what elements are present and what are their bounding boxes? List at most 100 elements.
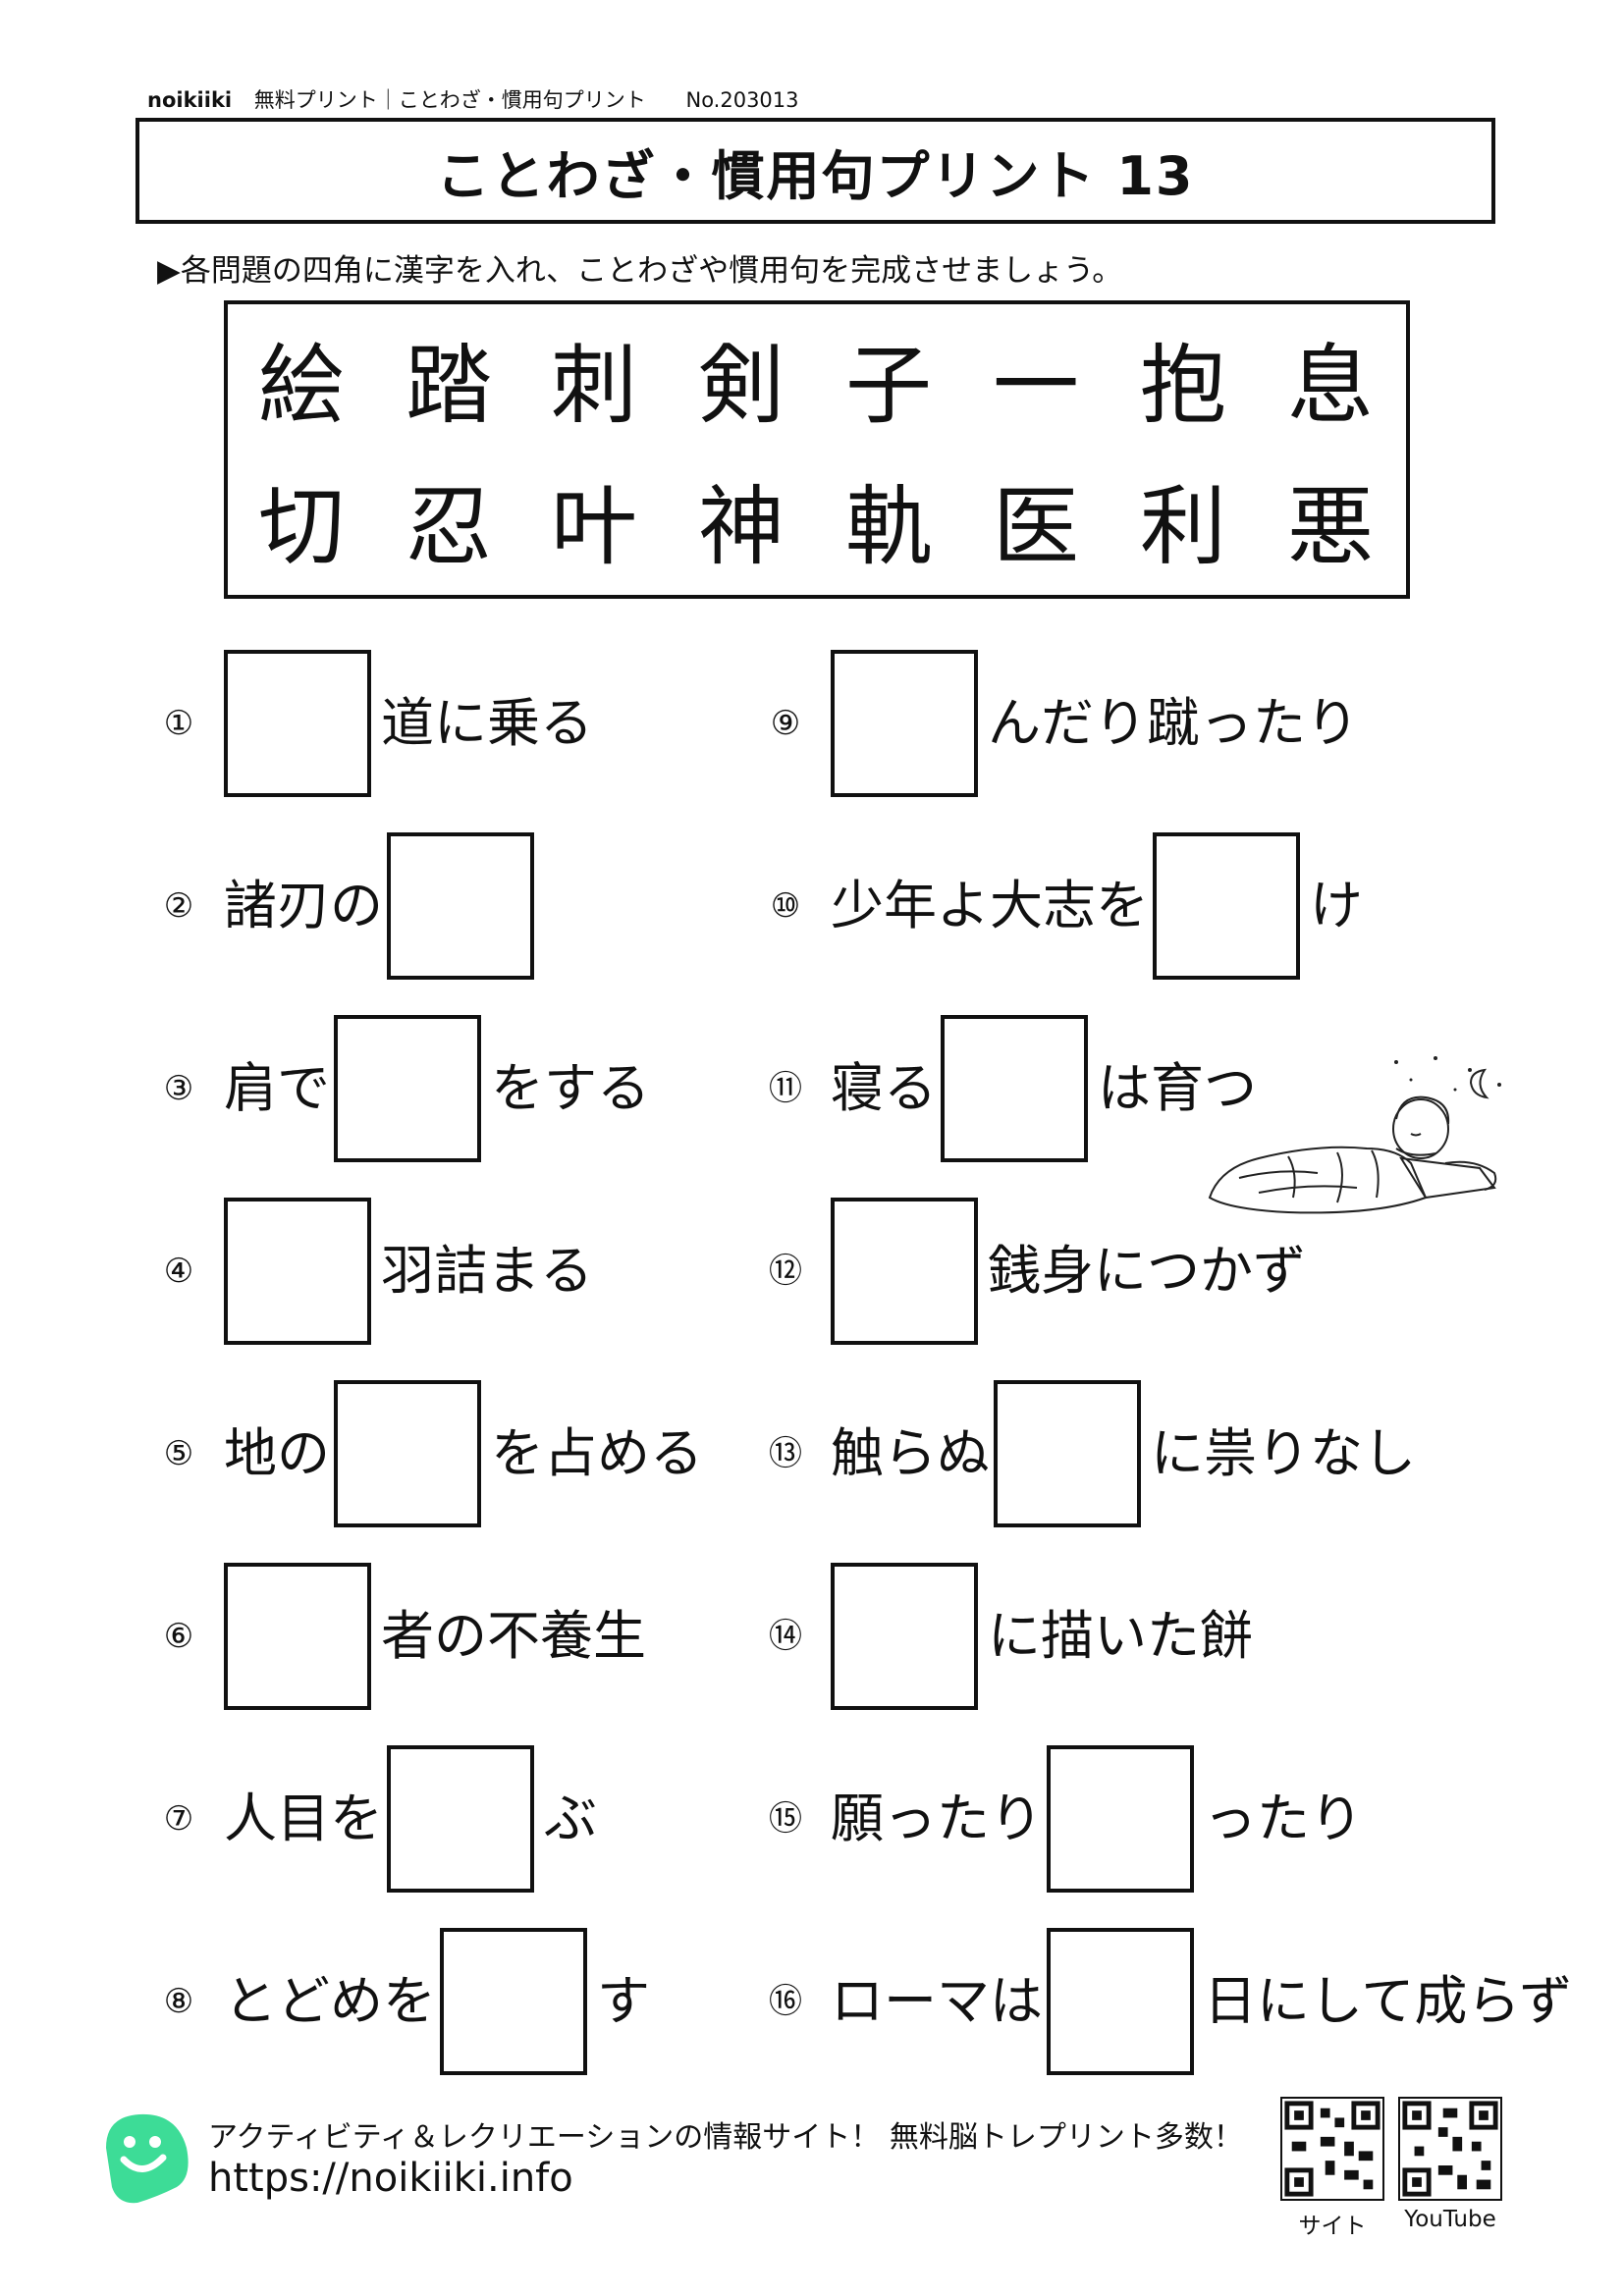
header-line: noikiiki 無料プリント｜ことわざ・慣用句プリント No.203013: [147, 84, 799, 114]
answer-box[interactable]: [1153, 832, 1300, 980]
question-text-after: んだり蹴ったり: [988, 692, 1359, 754]
question-item: ④ 羽詰まる: [149, 1198, 719, 1345]
print-number: No.203013: [685, 88, 799, 112]
kanji-choice: 抱: [1139, 335, 1226, 436]
question-text-after: 銭身につかず: [988, 1240, 1306, 1302]
answer-box[interactable]: [334, 1015, 481, 1162]
question-text-after: す: [597, 1970, 650, 2032]
question-number: ⑦: [163, 1799, 194, 1839]
kanji-choice: 刺: [550, 335, 637, 436]
noikiiki-logo: [106, 2113, 189, 2204]
question-number: ⑬: [769, 1434, 802, 1473]
question-item: ① 道に乗る: [149, 650, 719, 797]
question-item: ⑦ 人目を ぶ: [149, 1745, 719, 1893]
brand-name: noikiiki: [147, 88, 233, 112]
kanji-row-1: 絵踏刺剣子一抱息: [228, 312, 1406, 459]
answer-box[interactable]: [831, 1563, 978, 1710]
question-text-before: ローマは: [831, 1970, 1043, 2032]
qr-youtube-label: YouTube: [1404, 2207, 1496, 2232]
footer-url-link[interactable]: https://noikiiki.info: [208, 2156, 573, 2201]
question-text-before: 諸刃の: [224, 875, 383, 936]
question-text-before: 肩で: [224, 1057, 330, 1119]
question-number: ⑤: [163, 1434, 194, 1473]
answer-box[interactable]: [387, 1745, 534, 1893]
question-text-before: とどめを: [224, 1970, 436, 2032]
question-text-before: 寝る: [831, 1057, 937, 1119]
question-item: ⑮ 願ったり ったり: [756, 1745, 1610, 1893]
question-number: ⑯: [769, 1982, 802, 2021]
question-number: ②: [163, 886, 194, 926]
kanji-choice: 忍: [405, 476, 492, 577]
answer-box[interactable]: [831, 1198, 978, 1345]
question-number: ⑪: [769, 1069, 802, 1108]
header-category: 無料プリント｜ことわざ・慣用句プリント: [253, 88, 646, 112]
kanji-choice: 軌: [844, 476, 932, 577]
answer-box[interactable]: [440, 1928, 587, 2075]
question-number: ①: [163, 704, 194, 743]
answer-box[interactable]: [334, 1380, 481, 1527]
question-item: ⑬ 触らぬ に祟りなし: [756, 1380, 1610, 1527]
question-text-after: に祟りなし: [1151, 1422, 1416, 1484]
answer-box[interactable]: [1047, 1745, 1194, 1893]
question-item: ⑧ とどめを す: [149, 1928, 719, 2075]
kanji-choice: 利: [1139, 476, 1226, 577]
sleeping-child-illustration: [1208, 1056, 1501, 1214]
question-text-after: 者の不養生: [381, 1605, 646, 1667]
question-text-after: を占める: [491, 1422, 703, 1484]
qr-code-youtube-icon[interactable]: [1398, 2097, 1502, 2201]
question-text-after: 羽詰まる: [381, 1240, 593, 1302]
question-item: ⑫ 銭身につかず: [756, 1198, 1610, 1345]
kanji-choice: 切: [257, 476, 345, 577]
kanji-choice: 子: [844, 335, 932, 436]
answer-box[interactable]: [1047, 1928, 1194, 2075]
question-text-after: ったり: [1204, 1788, 1363, 1849]
answer-box[interactable]: [994, 1380, 1141, 1527]
kanji-choice: 神: [697, 476, 785, 577]
question-number: ⑥: [163, 1617, 194, 1656]
answer-box[interactable]: [224, 650, 371, 797]
question-text-after: 日にして成らず: [1204, 1970, 1573, 2032]
kanji-choice: 絵: [257, 335, 345, 436]
question-text-before: 触らぬ: [831, 1422, 990, 1484]
question-item: ⑤ 地の を占める: [149, 1380, 719, 1527]
question-item: ③ 肩で をする: [149, 1015, 719, 1162]
question-item: ⑪ 寝る は育つ: [756, 1015, 1610, 1162]
kanji-choice: 剣: [697, 335, 785, 436]
question-number: ⑨: [770, 704, 801, 743]
footer-tagline: アクティビティ＆レクリエーションの情報サイト！ 無料脳トレプリント多数！: [208, 2120, 1243, 2155]
question-number: ⑫: [769, 1252, 802, 1291]
question-text-after: をする: [491, 1057, 650, 1119]
kanji-choice: 医: [992, 476, 1079, 577]
answer-box[interactable]: [387, 832, 534, 980]
answer-box[interactable]: [941, 1015, 1088, 1162]
kanji-choice: 踏: [405, 335, 492, 436]
qr-site-label: サイト: [1298, 2214, 1367, 2239]
question-number: ⑩: [770, 886, 801, 926]
instruction-text: ▶各問題の四角に漢字を入れ、ことわざや慣用句を完成させましょう。: [157, 253, 1123, 289]
question-text-after: に描いた餅: [988, 1605, 1253, 1667]
question-number: ③: [163, 1069, 194, 1108]
page-title: ことわざ・慣用句プリント 13: [135, 118, 1495, 224]
answer-box[interactable]: [224, 1563, 371, 1710]
question-text-before: 願ったり: [831, 1788, 1043, 1849]
qr-code-site-icon[interactable]: [1280, 2097, 1384, 2201]
question-text-after: は育つ: [1098, 1057, 1257, 1119]
question-item: ② 諸刃の: [149, 832, 719, 980]
question-number: ⑮: [769, 1799, 802, 1839]
question-item: ⑯ ローマは 日にして成らず: [756, 1928, 1610, 2075]
kanji-choice: 叶: [550, 476, 637, 577]
question-number: ⑧: [163, 1982, 194, 2021]
question-text-after: ぶ: [544, 1788, 597, 1849]
kanji-choice: 息: [1286, 335, 1374, 436]
question-item: ⑥ 者の不養生: [149, 1563, 719, 1710]
answer-box[interactable]: [224, 1198, 371, 1345]
answer-box[interactable]: [831, 650, 978, 797]
question-text-before: 人目を: [224, 1788, 383, 1849]
question-text-after: け: [1310, 875, 1363, 936]
question-number: ④: [163, 1252, 194, 1291]
question-text-after: 道に乗る: [381, 692, 593, 754]
kanji-choice: 悪: [1286, 476, 1374, 577]
question-text-before: 地の: [224, 1422, 330, 1484]
